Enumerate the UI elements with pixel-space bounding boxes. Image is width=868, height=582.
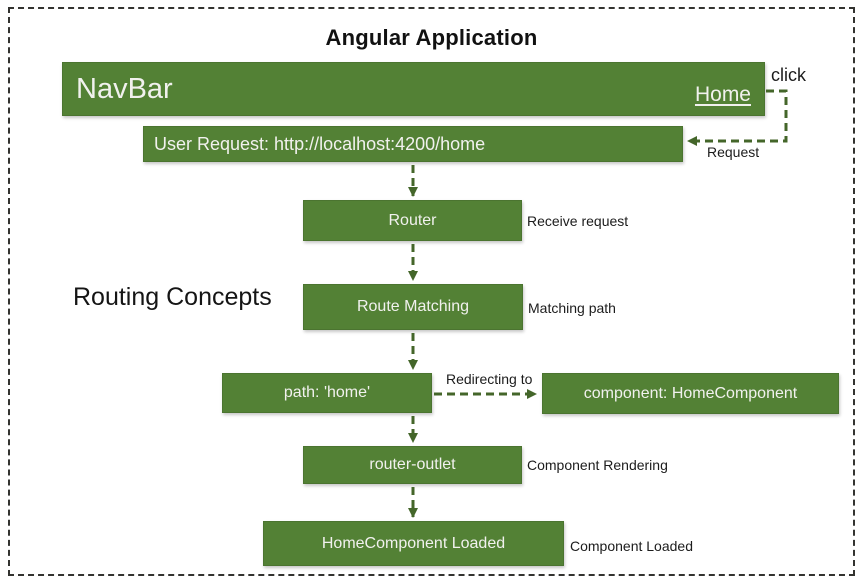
matching-path-note: Matching path [528, 300, 616, 316]
route-matching-box: Route Matching [303, 284, 523, 330]
outer-dashed-border [8, 7, 855, 576]
path-home-box: path: 'home' [222, 373, 432, 413]
redirecting-to-note: Redirecting to [446, 371, 533, 387]
component-homecomponent-box: component: HomeComponent [542, 373, 839, 414]
router-box: Router [303, 200, 522, 241]
component-rendering-note: Component Rendering [527, 457, 668, 473]
diagram-title: Angular Application [325, 25, 538, 50]
request-label: Request [707, 144, 760, 160]
homecomponent-loaded-box: HomeComponent Loaded [263, 521, 564, 566]
receive-request-note: Receive request [527, 213, 629, 229]
router-outlet-box: router-outlet [303, 446, 522, 484]
component-loaded-note: Component Loaded [570, 538, 693, 554]
navbar-label: NavBar [76, 72, 173, 105]
user-request-bar: User Request: http://localhost:4200/home [143, 126, 683, 162]
navbar: NavBar Home [62, 62, 765, 116]
routing-concepts-heading: Routing Concepts [73, 283, 272, 311]
click-label: click [771, 65, 806, 85]
home-link[interactable]: Home [694, 83, 751, 106]
